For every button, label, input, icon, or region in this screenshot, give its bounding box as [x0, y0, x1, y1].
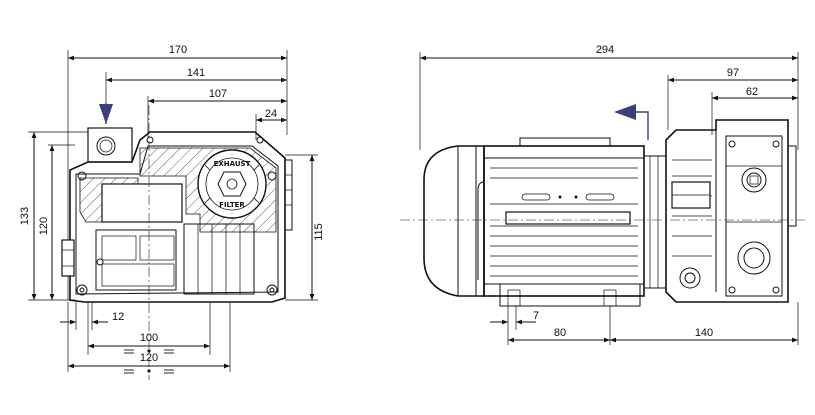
exhaust-filter: EXHAUST FILTER: [197, 149, 267, 219]
dim-97: 97: [727, 67, 739, 79]
dim-141: 141: [187, 67, 205, 79]
dim-80: 80: [554, 327, 566, 339]
dim-7: 7: [533, 310, 539, 322]
dim-12: 12: [112, 311, 124, 323]
dim-24: 24: [265, 108, 277, 120]
inlet-arrow-icon: [99, 104, 113, 124]
right-view: 294 97 62: [400, 44, 805, 345]
dim-294: 294: [596, 44, 614, 56]
dim-140: 140: [695, 327, 713, 339]
outlet-arrow-icon: [614, 104, 636, 120]
inlet-port: [87, 127, 133, 163]
dim-133: 133: [19, 207, 31, 225]
flat-pad: [101, 183, 183, 223]
outlet-arrow-shaft: [634, 111, 649, 140]
dim-107: 107: [209, 88, 227, 100]
dim-100: 100: [140, 332, 158, 344]
filter-label: FILTER: [219, 201, 245, 209]
dim-170: 170: [169, 44, 187, 56]
left-view: 170 141 107 24 133 120 115: [19, 44, 325, 380]
exhaust-label: EXHAUST: [214, 160, 251, 168]
dim-62: 62: [746, 86, 758, 98]
dim-120: 120: [38, 217, 50, 235]
dim-115: 115: [313, 223, 325, 241]
